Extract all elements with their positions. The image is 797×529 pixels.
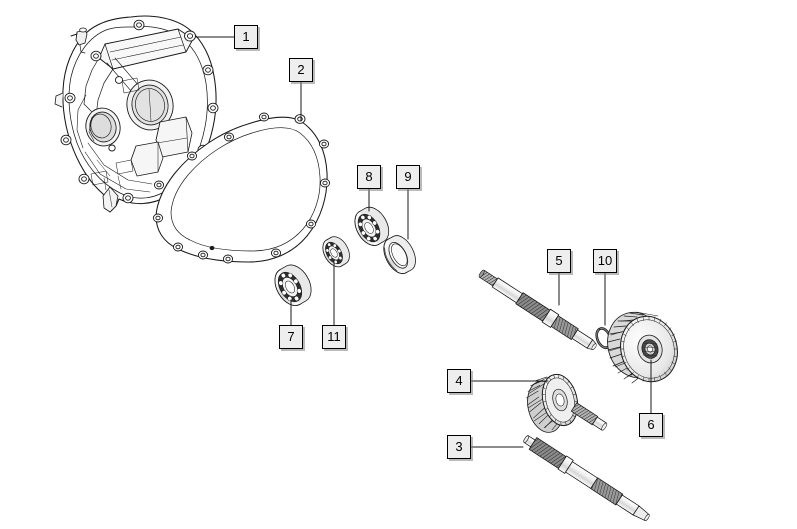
part-final-drive-gear — [607, 311, 678, 384]
part-bearing-7 — [274, 264, 312, 306]
part-intermediate-gear-shaft — [526, 373, 608, 433]
callout-ball-bearing-medium[interactable]: 8 — [357, 165, 381, 189]
callout-circlip-snap-ring[interactable]: 10 — [593, 249, 617, 273]
part-crankcase-cover — [54, 15, 219, 213]
part-bearing-11 — [322, 236, 350, 268]
callout-oil-seal[interactable]: 9 — [396, 165, 420, 189]
leader-lines — [195, 36, 652, 448]
callout-output-shaft[interactable]: 5 — [547, 249, 571, 273]
callout-ball-bearing-small[interactable]: 11 — [322, 325, 346, 349]
part-oil-seal — [383, 235, 416, 275]
callout-crankcase-cover[interactable]: 1 — [234, 25, 258, 49]
callout-intermediate-gear-shaft[interactable]: 4 — [447, 369, 471, 393]
callout-input-shaft[interactable]: 3 — [447, 435, 471, 459]
callout-final-drive-gear[interactable]: 6 — [639, 413, 663, 437]
callout-gasket[interactable]: 2 — [289, 58, 313, 82]
callout-ball-bearing-large[interactable]: 7 — [279, 325, 303, 349]
breather-fitting — [70, 27, 88, 54]
part-input-shaft — [523, 435, 650, 521]
part-gasket — [152, 112, 331, 264]
part-output-shaft — [478, 269, 597, 350]
part-bearing-8 — [354, 206, 390, 246]
